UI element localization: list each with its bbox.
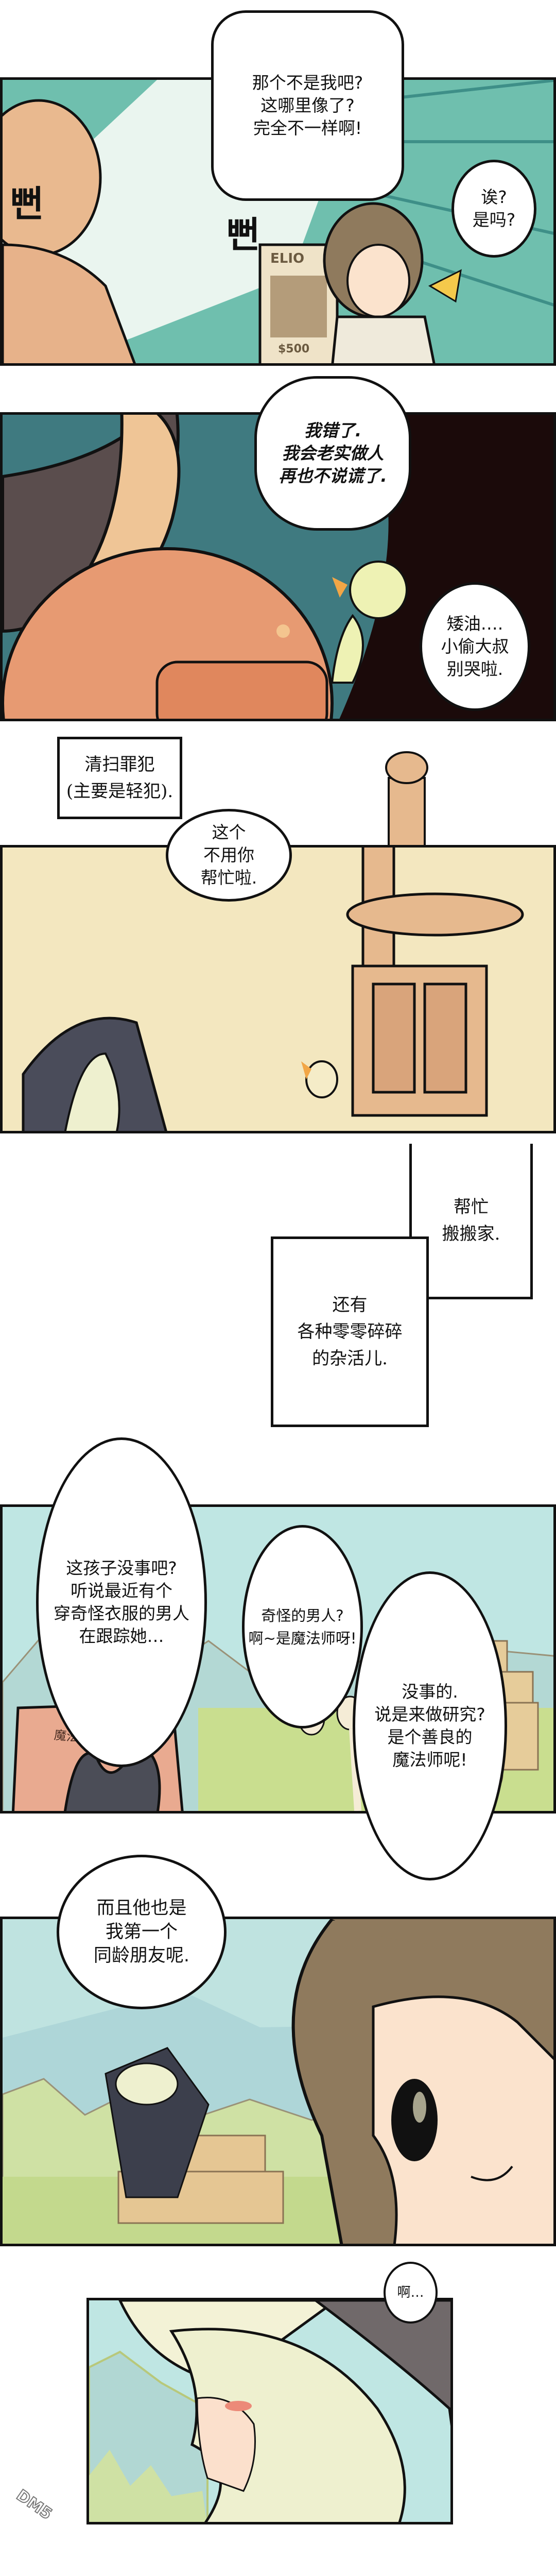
caption-box: 还有 各种零零碎碎 的杂活儿. xyxy=(271,1236,429,1427)
speech-bubble: 奇怪的男人? 啊~是魔法师呀! xyxy=(242,1525,363,1728)
stacked-furniture xyxy=(340,747,474,850)
comic-panel-7 xyxy=(86,2298,453,2524)
speech-bubble: 没事的. 说是来做研究? 是个善良的 魔法师呢! xyxy=(353,1571,507,1880)
panel-6-art xyxy=(3,1919,553,2244)
wanted-poster-price: $500 xyxy=(278,343,310,355)
thought-bubble: 啊… xyxy=(384,2262,438,2324)
panel-3-art xyxy=(22,848,524,1131)
speech-bubble-cloud: 我错了. 我会老实做人 再也不说谎了. xyxy=(254,376,411,531)
sound-effect: 뻔 xyxy=(227,214,260,256)
comic-panel-3 xyxy=(0,845,556,1133)
speech-bubble: 矮油…. 小偷大叔 别哭啦. xyxy=(420,582,530,711)
panel-7-art xyxy=(89,2300,450,2522)
caption-box: 帮忙 搬搬家. xyxy=(409,1144,533,1299)
wanted-poster-name: ELIO xyxy=(270,251,305,266)
watermark-logo: DM5 xyxy=(12,2486,56,2524)
sound-effect: 뻔 xyxy=(10,183,44,225)
speech-bubble: 这个 不用你 帮忙啦. xyxy=(166,809,292,902)
speech-bubble: 这孩子没事吧? 听说最近有个 穿奇怪衣服的男人 在跟踪她… xyxy=(36,1437,207,1767)
speech-bubble: 而且他也是 我第一个 同龄朋友呢. xyxy=(57,1855,227,2009)
speech-bubble: 诶? 是吗? xyxy=(451,160,536,258)
caption-box: 清扫罪犯 (主要是轻犯). xyxy=(57,737,182,819)
speech-bubble-shout: 那个不是我吧? 这哪里像了? 完全不一样啊! xyxy=(211,10,404,201)
